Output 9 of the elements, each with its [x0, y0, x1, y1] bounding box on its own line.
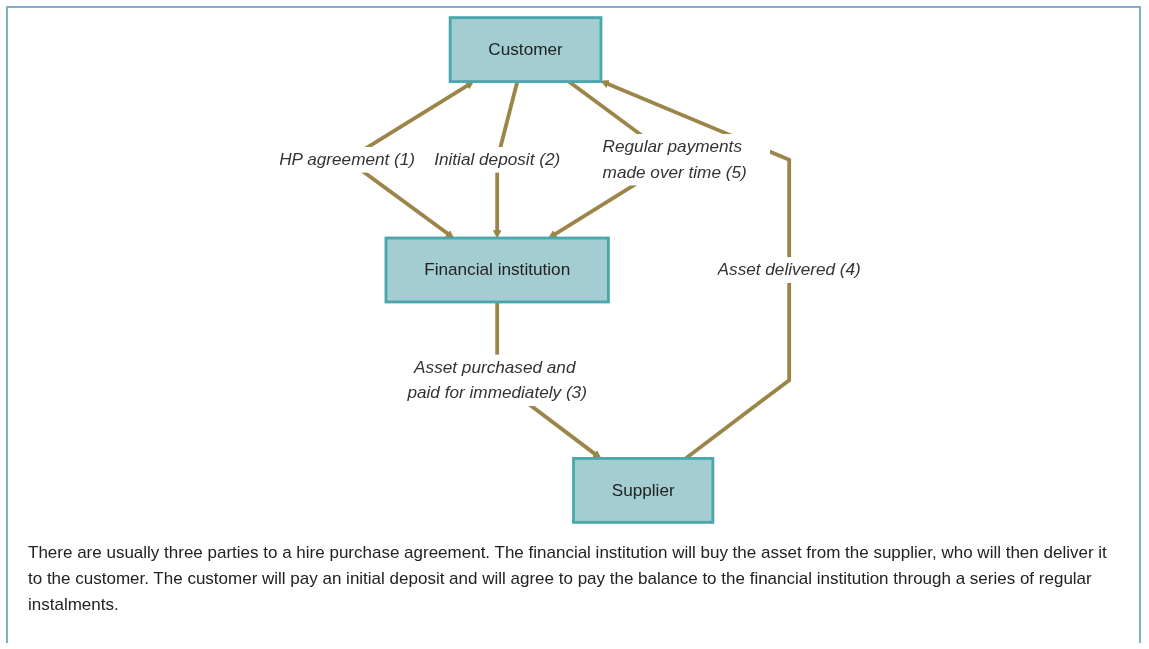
edge-label: Initial deposit (2): [434, 149, 561, 169]
edge-label: Asset purchased and paid for immediately (3): [407, 357, 587, 403]
node-box: Financial institution: [384, 236, 610, 304]
node-box: Supplier: [572, 457, 715, 524]
caption: There are usually three parties to a hire purchase agreement. The financial institution will buy the asset from the supplier, who will then deliver it to the customer. The customer will pay an initial deposit and will agree to pay the balance to the financial institution through a series of regular instalments.: [28, 542, 1108, 616]
node-box: Customer: [448, 16, 603, 83]
edge-label: Asset delivered (4): [717, 259, 861, 280]
edge-label: Regular payments made over time (5): [602, 136, 747, 182]
edge-label: HP agreement (1): [279, 149, 416, 169]
